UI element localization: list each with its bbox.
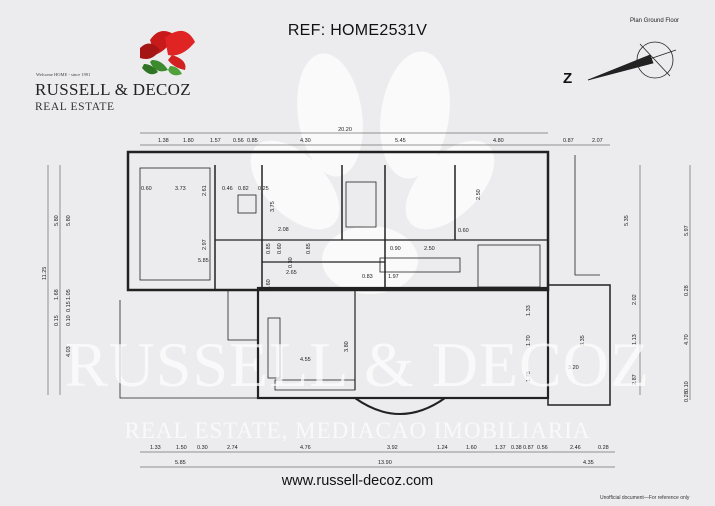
dim-bottom: 0.30	[197, 445, 208, 451]
dim-right: 0.28	[684, 391, 690, 402]
north-marker: Z	[563, 70, 573, 87]
dim-right: 0.10	[684, 381, 690, 392]
dim-bottom: 0.56	[537, 445, 548, 451]
dim-left: 0.15	[54, 315, 60, 326]
dim-top: 0.56	[233, 138, 244, 144]
dim-interior: 2.65	[286, 270, 297, 276]
dim-top: 1.57	[210, 138, 221, 144]
dim-left-total: 11.25	[42, 267, 48, 280]
dim-interior: 4.55	[300, 357, 311, 363]
dim-left: 5.80	[54, 215, 60, 226]
dim-left: 5.80	[66, 215, 72, 226]
dim-top: 2.07	[592, 138, 603, 144]
dim-bottom: 0.38	[511, 445, 522, 451]
dim-left: 0.15	[66, 301, 72, 312]
dim-interior: 0.30	[288, 257, 294, 268]
dim-interior: 0.83	[362, 274, 373, 280]
watermark-name: RUSSELL & DECOZ	[64, 329, 651, 400]
floor-plan-walls	[119, 150, 611, 415]
plan-label: Plan Ground Floor	[630, 18, 680, 24]
dim-interior: 1.70	[526, 335, 532, 346]
dim-bottom: 4.76	[300, 445, 311, 451]
dim-bottom-total: 4.35	[583, 460, 594, 466]
dim-right: 0.28	[684, 285, 690, 296]
dim-left: 1.68	[54, 289, 60, 300]
dim-interior: 2.61	[202, 185, 208, 196]
dim-interior: 1.33	[526, 305, 532, 316]
dim-bottom: 1.60	[466, 445, 477, 451]
dim-bottom: 2.74	[227, 445, 238, 451]
dim-interior: 0.60	[277, 243, 283, 254]
dim-top: 4.30	[300, 138, 311, 144]
dim-interior: 0.90	[390, 246, 401, 252]
watermark-subtitle: REAL ESTATE, MEDIACAO IMOBILIARIA	[124, 418, 591, 443]
dim-interior: 5.85	[198, 258, 209, 264]
dim-top: 0.85	[247, 138, 258, 144]
dim-interior: 2.08	[278, 227, 289, 233]
dim-bottom: 1.37	[495, 445, 506, 451]
dim-bottom-total: 13.90	[378, 460, 392, 466]
dim-interior: 3.35	[580, 335, 586, 346]
dim-bottom: 1.33	[150, 445, 161, 451]
brand-subtitle: REAL ESTATE	[35, 101, 115, 113]
dim-right: 1.13	[632, 334, 638, 345]
dim-interior: 1.78	[526, 371, 532, 382]
brand-name: RUSSELL & DECOZ	[35, 80, 191, 99]
dim-interior: 0.82	[238, 186, 249, 192]
dim-top: 1.80	[183, 138, 194, 144]
dim-top: 0.87	[563, 138, 574, 144]
dim-right: 5.35	[624, 215, 630, 226]
dim-right: 2.87	[632, 374, 638, 385]
dim-left: 4.03	[66, 346, 72, 357]
dim-interior: 3.80	[344, 341, 350, 352]
dim-top: 5.45	[395, 138, 406, 144]
dim-interior: 0.60	[266, 279, 272, 290]
dim-interior: 0.46	[222, 186, 233, 192]
dim-left: 1.05	[66, 289, 72, 300]
dim-interior: 0.60	[141, 186, 152, 192]
dimension-labels: 20.20 1.38 1.80 1.57 0.56 0.85 4.30 5.45…	[42, 127, 690, 466]
dim-interior: 3.73	[175, 186, 186, 192]
dim-bottom: 3.92	[387, 445, 398, 451]
dim-left: 0.10	[66, 315, 72, 326]
watermark-flower	[250, 51, 495, 294]
dim-interior: 0.25	[258, 186, 269, 192]
dim-bottom: 2.46	[570, 445, 581, 451]
dim-bottom: 1.24	[437, 445, 448, 451]
dim-interior: 3.20	[568, 365, 579, 371]
dim-right: 2.02	[632, 294, 638, 305]
dim-interior: 0.85	[266, 243, 272, 254]
dim-interior: 0.60	[458, 228, 469, 234]
dim-bottom-total: 5.85	[175, 460, 186, 466]
dim-interior: 0.85	[306, 243, 312, 254]
dimension-lines	[47, 132, 691, 468]
dim-right: 4.70	[684, 334, 690, 345]
dim-bottom: 0.87	[523, 445, 534, 451]
dim-interior: 3.75	[270, 201, 276, 212]
footnote: Unofficial document—For reference only	[600, 495, 690, 501]
reference-code: REF: HOME2531V	[287, 22, 428, 39]
dim-bottom: 1.50	[176, 445, 187, 451]
logo-flower-icon	[140, 30, 195, 76]
dim-top: 1.38	[158, 138, 169, 144]
dim-interior: 2.50	[476, 189, 482, 200]
dim-right: 5.97	[684, 225, 690, 236]
website-url: www.russell-decoz.com	[281, 473, 434, 489]
dim-top: 4.80	[493, 138, 504, 144]
dim-top-total: 20.20	[338, 127, 352, 133]
dim-interior: 2.50	[424, 246, 435, 252]
dim-interior: 1.97	[388, 274, 399, 280]
brand-tagline: Welcome HOME - since 1991	[36, 72, 91, 77]
compass-icon	[587, 41, 677, 81]
dim-interior: 2.97	[202, 239, 208, 250]
dim-bottom: 0.28	[598, 445, 609, 451]
